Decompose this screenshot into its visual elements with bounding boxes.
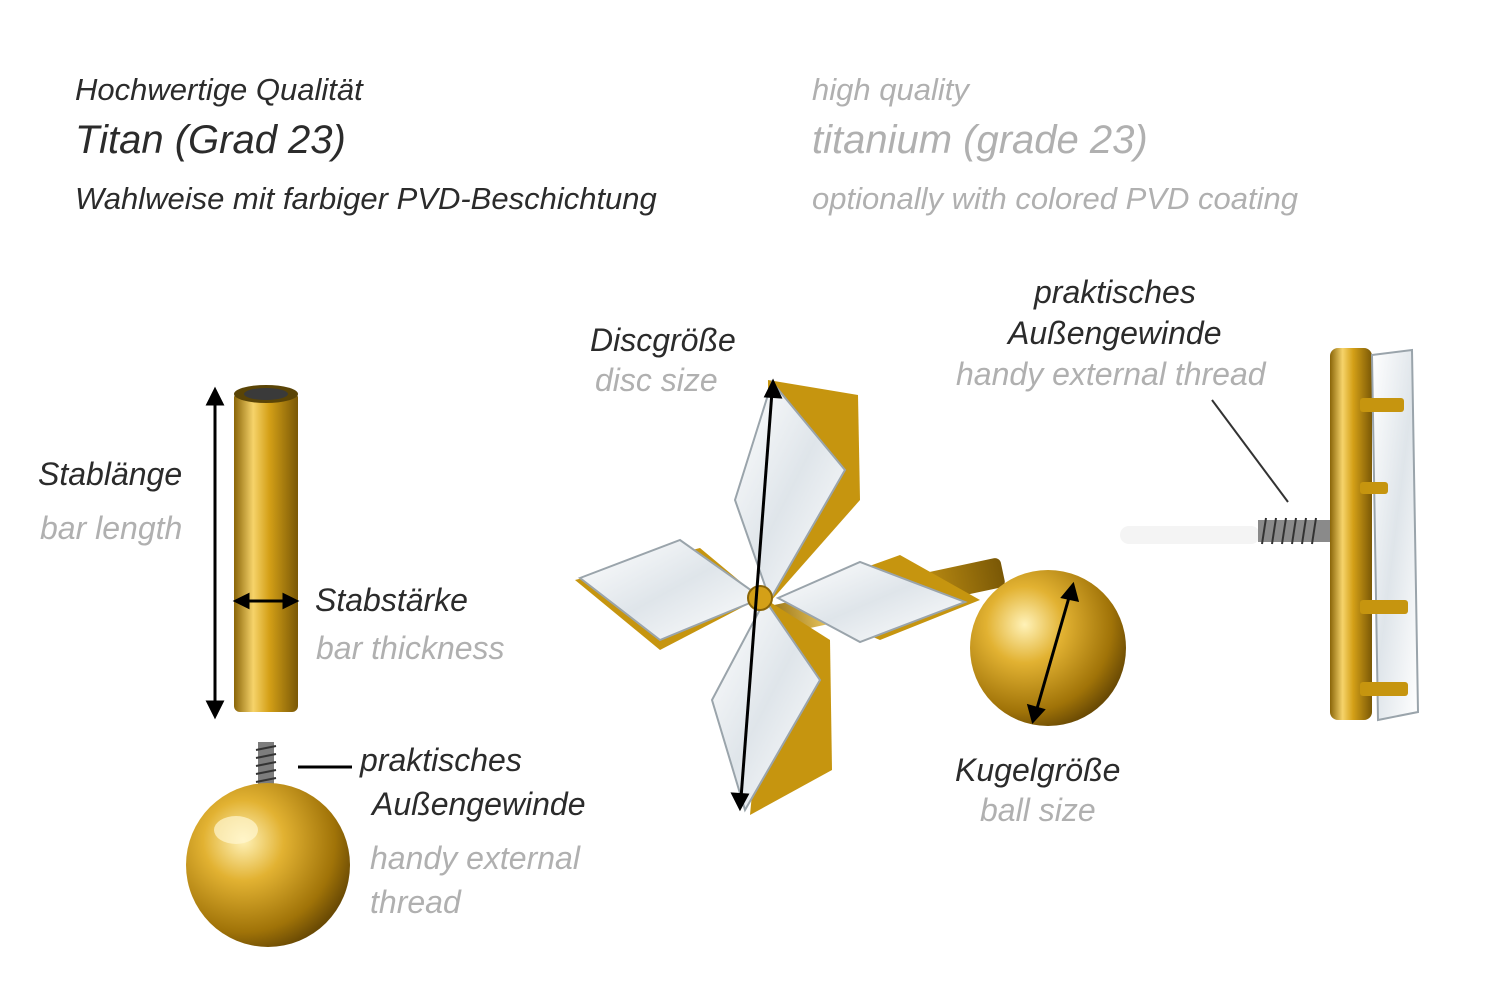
bar-thickness-label-de: Stabstärke <box>315 582 468 618</box>
ball-size-label-en: ball size <box>980 792 1096 828</box>
threaded-ball-illustration <box>186 742 350 947</box>
thread-pointer-right <box>1211 399 1289 503</box>
thread-left-label-de-2: Außengewinde <box>372 786 586 822</box>
quality-en: high quality <box>812 72 969 107</box>
bar-thickness-arrow <box>232 592 300 610</box>
thread-left-label-en-2: thread <box>370 884 461 920</box>
ball-size-arrow <box>1026 581 1080 725</box>
thread-right-label-en: handy external thread <box>956 356 1266 392</box>
thread-right-label-de-2: Außengewinde <box>1008 315 1222 351</box>
flower-earring-illustration <box>575 379 1126 815</box>
bar-length-label-en: bar length <box>40 510 183 546</box>
ball-size-label-de: Kugelgröße <box>955 752 1121 788</box>
bar-length-label-de: Stablänge <box>38 456 183 492</box>
disc-size-label-en: disc size <box>595 362 718 398</box>
disc-size-arrow <box>730 378 783 812</box>
coating-en: optionally with colored PVD coating <box>812 181 1298 216</box>
material-de: Titan (Grad 23) <box>75 118 346 162</box>
quality-de: Hochwertige Qualität <box>75 72 363 107</box>
material-en: titanium (grade 23) <box>812 118 1148 162</box>
thread-right-label-de-1: praktisches <box>1034 274 1196 310</box>
side-view-illustration <box>1120 348 1420 722</box>
bar-thickness-label-en: bar thickness <box>316 630 505 666</box>
thread-left-label-de-1: praktisches <box>360 742 522 778</box>
bar-length-arrow <box>205 386 225 720</box>
disc-size-label-de: Discgröße <box>590 322 736 358</box>
thread-left-label-en-1: handy external <box>370 840 580 876</box>
coating-de: Wahlweise mit farbiger PVD-Beschichtung <box>75 181 657 216</box>
bar-illustration <box>234 385 298 712</box>
